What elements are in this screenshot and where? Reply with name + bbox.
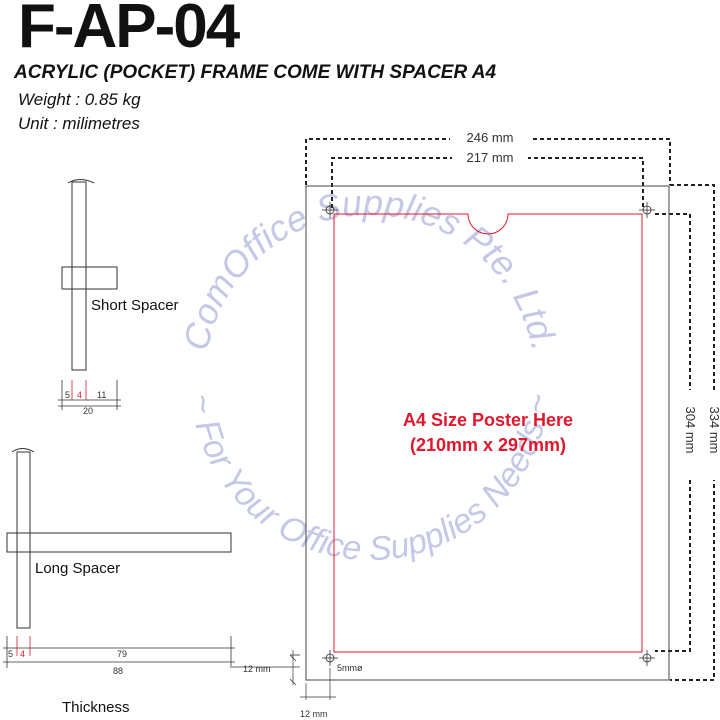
crosshair-icon (639, 650, 655, 666)
long-spacer-label: Long Spacer (35, 560, 121, 577)
long-spacer-dim-79: 79 (117, 649, 127, 659)
outer-height-label: 334 mm (707, 407, 720, 454)
short-spacer-dim-4: 4 (77, 390, 82, 400)
hole-offset-y-label: 12 mm (243, 664, 271, 674)
poster-area-border (333, 213, 643, 653)
poster-label-line2: (210mm x 297mm) (410, 435, 566, 455)
product-description: ACRYLIC (POCKET) FRAME COME WITH SPACER … (14, 62, 497, 83)
long-spacer-dim-5: 5 (8, 649, 13, 659)
hole-offset-x-label: 12 mm (300, 709, 328, 719)
short-spacer-body (61, 266, 118, 290)
poster-label-line1: A4 Size Poster Here (403, 410, 573, 430)
outer-height-line (670, 184, 715, 681)
inner-height-label: 304 mm (683, 407, 698, 454)
short-spacer-drawing (61, 179, 118, 371)
frame-outer (305, 185, 670, 681)
hole-diameter-label: 5mmø (337, 663, 363, 673)
weight-text: Weight : 0.85 kg (18, 90, 141, 109)
short-spacer-dim-20: 20 (83, 406, 93, 416)
long-spacer-drawing (6, 448, 232, 629)
thickness-label: Thickness (62, 699, 130, 716)
long-spacer-dimensions (3, 636, 300, 668)
crosshair-icon (322, 650, 338, 666)
hole-offset-dimensions (289, 650, 336, 700)
long-spacer-dim-4: 4 (20, 649, 25, 659)
short-spacer-dimensions (58, 380, 121, 410)
unit-text: Unit : milimetres (18, 114, 140, 133)
long-spacer-break-mark (11, 448, 35, 453)
watermark: ComOffice Supplies Pte. Ltd. ~ For Your … (175, 182, 565, 569)
inner-width-label: 217 mm (467, 150, 514, 165)
long-spacer-body (6, 532, 232, 553)
long-spacer-dim-88: 88 (113, 666, 123, 676)
short-spacer-label: Short Spacer (91, 297, 179, 314)
mounting-hole-icons (322, 202, 655, 666)
watermark-top-text: ComOffice Supplies Pte. Ltd. (175, 182, 565, 354)
crosshair-icon (322, 202, 338, 218)
crosshair-icon (639, 202, 655, 218)
short-spacer-break-mark (67, 179, 95, 184)
product-code: F-AP-04 (18, 0, 240, 61)
outer-width-label: 246 mm (467, 130, 514, 145)
short-spacer-dim-5: 5 (65, 390, 70, 400)
short-spacer-dim-11: 11 (97, 390, 106, 400)
